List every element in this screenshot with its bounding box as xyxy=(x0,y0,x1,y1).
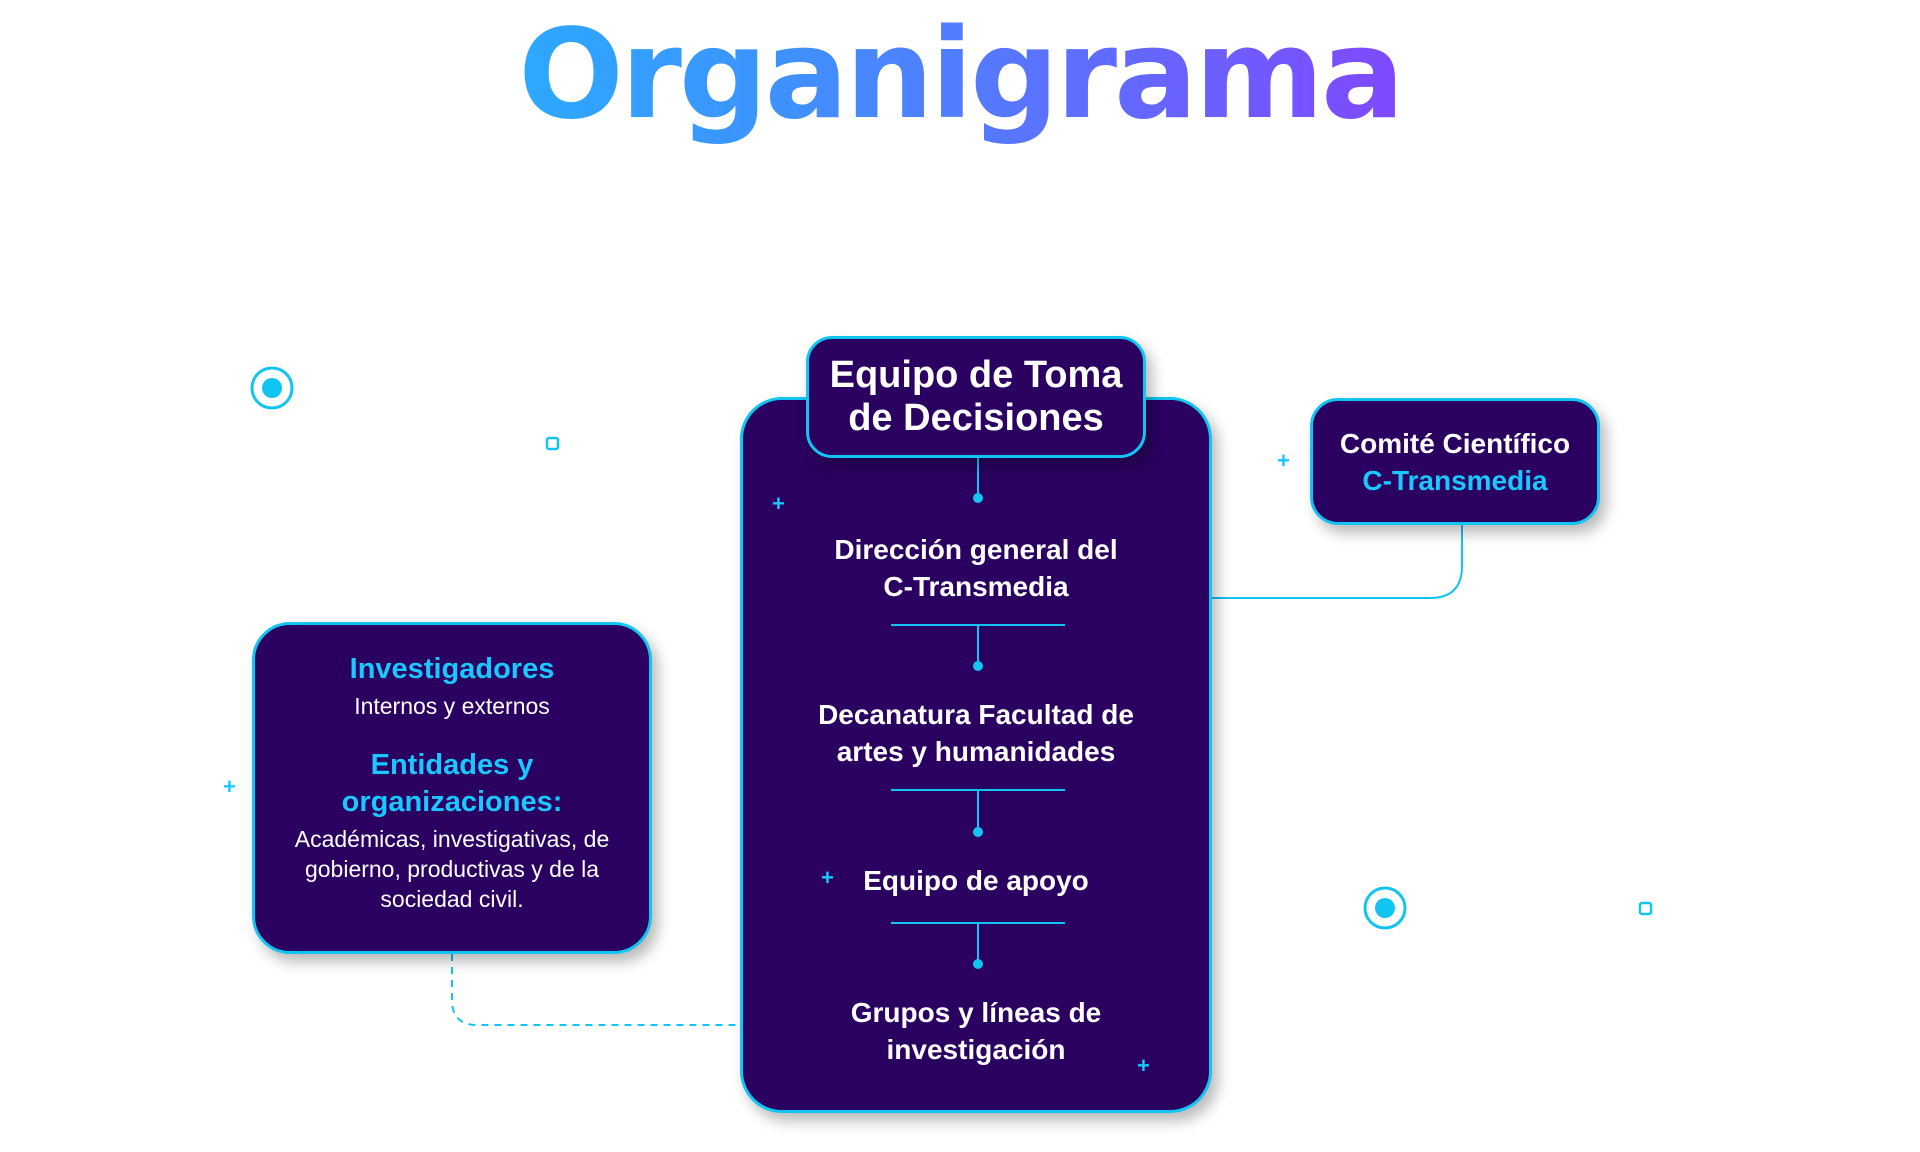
target-icon xyxy=(1363,886,1407,930)
plus-icon: + xyxy=(772,491,785,516)
target-icon xyxy=(250,366,294,410)
square-outline-icon xyxy=(1638,901,1653,916)
entidades-heading: Entidades y organizaciones: xyxy=(341,749,563,818)
node-equipo-apoyo: Equipo de apoyo xyxy=(863,865,1089,896)
header-box: Equipo de Toma de Decisiones xyxy=(806,336,1146,458)
dashed-connector xyxy=(451,954,766,1026)
plus-icon: + xyxy=(821,865,834,890)
comite-line1: Comité Científico xyxy=(1339,427,1571,459)
plus-icon: + xyxy=(1137,1053,1150,1078)
connector-dot xyxy=(973,827,983,837)
main-structure-box xyxy=(740,397,1212,1113)
connector-dot xyxy=(973,493,983,503)
square-outline-icon xyxy=(545,436,560,451)
header-line: Equipo de Toma xyxy=(829,354,1123,396)
page-title: Organigrama xyxy=(0,0,1920,150)
connector-dot xyxy=(973,661,983,671)
connector-dot xyxy=(973,959,983,969)
node-direccion-general: Dirección general del C-Transmedia xyxy=(834,534,1118,602)
node-grupos-lineas: Grupos y líneas de investigación xyxy=(850,997,1102,1065)
header-line: de Decisiones xyxy=(848,397,1104,439)
comite-line2: C-Transmedia xyxy=(1362,464,1548,496)
investigadores-heading: Investigadores xyxy=(349,653,555,685)
comite-cientifico-box: Comité Científico C-Transmedia xyxy=(1310,398,1600,525)
investigadores-sub: Internos y externos xyxy=(354,693,550,719)
node-decanatura: Decanatura Facultad de artes y humanidad… xyxy=(818,699,1134,767)
plus-icon: + xyxy=(223,774,236,799)
plus-icon: + xyxy=(1277,448,1290,473)
investigadores-box: Investigadores Internos y externos Entid… xyxy=(252,622,652,954)
comite-connector xyxy=(1192,525,1463,599)
entidades-sub: Académicas, investigativas, de gobierno,… xyxy=(294,826,610,912)
